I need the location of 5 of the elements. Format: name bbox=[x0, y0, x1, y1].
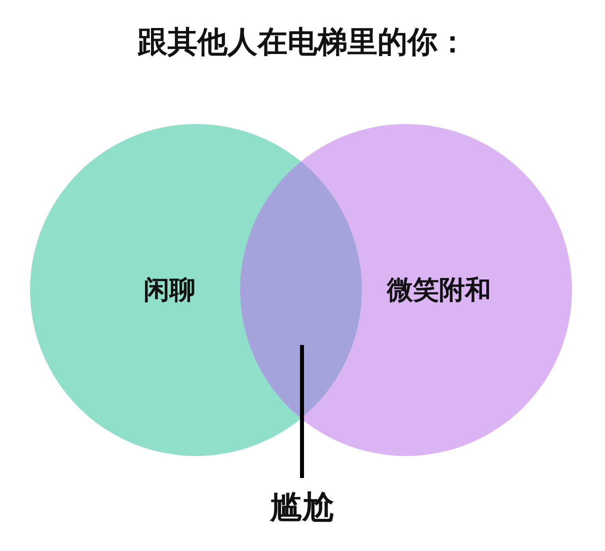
callout-text: 尴尬 bbox=[270, 487, 334, 528]
circle-label: 闲聊 bbox=[143, 274, 196, 308]
leader-line bbox=[300, 345, 304, 478]
circle-label: 微笑附和 bbox=[387, 274, 492, 308]
title: 跟其他人在电梯里的你： bbox=[136, 24, 468, 62]
